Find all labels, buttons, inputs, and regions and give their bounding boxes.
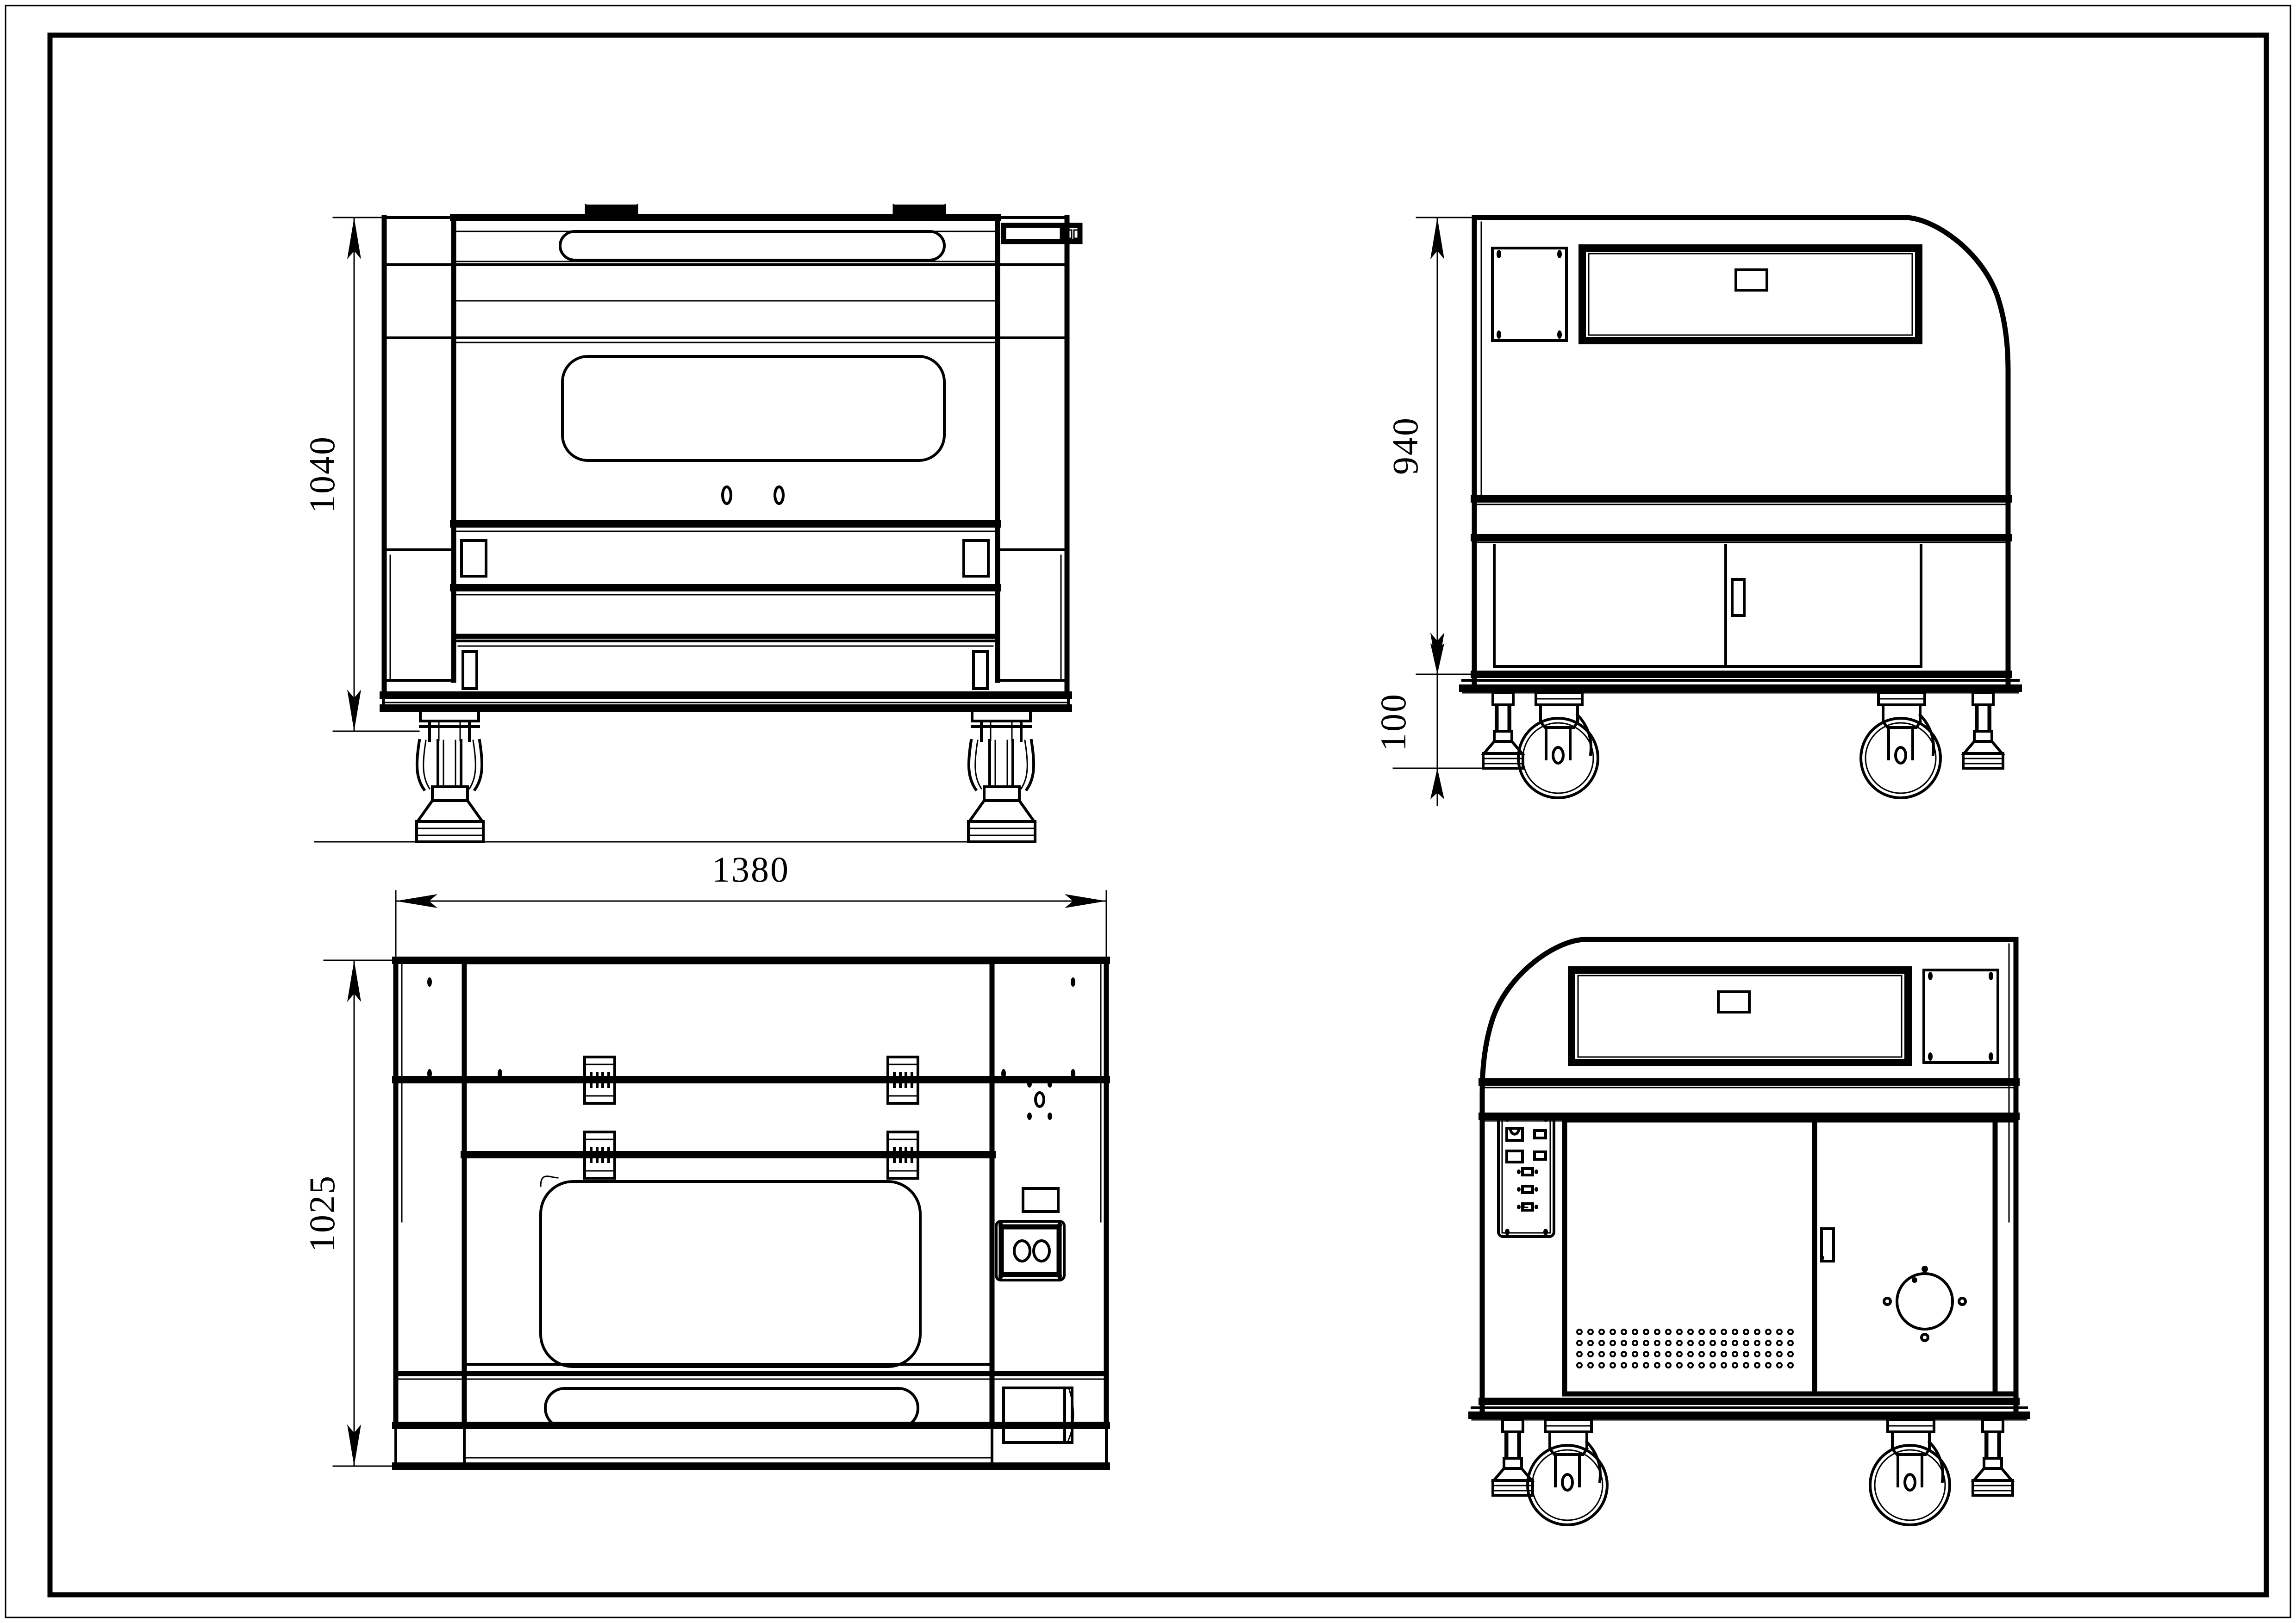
front-mid-band [450,520,1001,591]
side-access-panel [1491,247,1568,342]
front-leveling-foot-left [415,707,485,843]
plan-connector-plate [995,1187,1066,1281]
front-bottom-rail [380,691,1072,712]
rocker-switch-2-icon[interactable] [1517,1185,1538,1194]
rocker-switch-1-icon[interactable] [1517,1167,1538,1176]
dim-value-100: 100 [1373,693,1413,751]
side-outer-profile [1472,215,2011,691]
dim-height-front: 1040 [302,217,455,732]
leftside-leveling-foot-right [1971,1418,2015,1497]
plan-hinge-1a [583,1056,616,1105]
indicator-light-1-icon[interactable] [1533,1129,1547,1139]
left-side-view [1468,937,2030,1526]
front-hinge-right [892,204,946,218]
plan-lower-handle [544,1387,919,1429]
caster-wheel-inner [1522,722,1594,794]
outer-border [5,5,2291,1618]
front-pin-right [774,485,785,505]
plan-socket-pin-1 [1013,1239,1031,1262]
leftside-exhaust-fan-port [1883,1266,1967,1342]
leftside-outer-profile [1479,937,2019,1413]
leftside-caster-left [1526,1418,1609,1526]
plan-hinge-2b [886,1131,919,1180]
plan-exhaust-ports [1027,1080,1052,1120]
window-frame [1578,244,1922,344]
leftside-caster-right [1869,1418,1951,1526]
leftside-control-panel [1497,1113,1567,1397]
front-door-handle-right [972,650,989,690]
arrow-down [347,690,361,731]
side-door-handle [1731,578,1746,617]
front-shelf-band [451,593,1000,639]
inner-border [47,32,2269,1598]
front-lower-door [452,640,999,690]
dim-value-1025: 1025 [302,1175,342,1252]
dim-value-1040: 1040 [302,435,342,513]
rocker-switch-3-icon[interactable] [1517,1202,1538,1212]
plan-lower-right-box [1002,1387,1074,1444]
lid-handle-slot [559,230,946,261]
dim-clearance-side: 100 [1373,638,1510,806]
top-plan-view: 1380 1025 [302,849,1110,1470]
plan-socket-pin-2 [1032,1239,1051,1262]
plan-opening [539,1180,922,1368]
side-caster-right [1859,691,1942,799]
arrow-up [347,218,361,259]
front-viewing-window [561,355,946,462]
side-caster-left [1517,691,1599,799]
sheet-border [5,5,2291,1618]
latch-keeper-left [460,539,487,578]
leftside-door-handle [1820,1227,1835,1262]
leftside-vent-perforations [1576,1329,1794,1368]
plan-hinge-2a [583,1131,616,1180]
front-view: 1040 [302,204,1083,843]
front-leveling-foot-right [967,707,1037,843]
leftside-window-frame [1568,966,1912,1066]
right-side-view: 940 100 [1373,215,2022,806]
dim-height-side: 940 [1385,217,1510,675]
window-glass [1588,253,1913,336]
front-door-handle-left [462,650,478,690]
side-cabinet-doors [1473,541,2009,668]
dim-value-940: 940 [1385,417,1425,475]
fan-circle [1896,1272,1954,1331]
key-switch-icon[interactable] [1505,1150,1524,1163]
plan-small-box [1022,1187,1060,1213]
leftside-upper-window [1568,966,1912,1066]
emergency-stop-icon[interactable] [1505,1126,1524,1142]
plan-socket-inner [998,1224,1062,1277]
front-hinge-left [585,204,638,218]
leftside-access-panel [1922,969,1999,1064]
dim-value-1380: 1380 [712,849,790,889]
side-upper-window [1578,244,1922,344]
leftside-latch [1717,990,1751,1014]
side-mid-band [1471,495,2012,543]
plan-socket-outer [995,1220,1066,1281]
side-latch [1734,268,1768,292]
front-display-panel [1001,223,1083,244]
access-panel-plate [1491,247,1568,342]
caster-wheel-outer [1517,717,1599,799]
side-leveling-foot-right [1961,691,2005,770]
front-pin-left [721,485,732,505]
dim-width-plan: 1380 [395,849,1107,964]
dim-depth-plan: 1025 [302,959,397,1467]
plan-hinge-1b [886,1056,919,1105]
caster-axle [1552,746,1565,765]
leftside-cabinet-doors [1562,1117,2019,1397]
latch-keeper-right [962,539,990,578]
indicator-light-2-icon[interactable] [1533,1150,1547,1161]
front-window-section [452,263,999,505]
control-panel-plate [1497,1113,1555,1238]
